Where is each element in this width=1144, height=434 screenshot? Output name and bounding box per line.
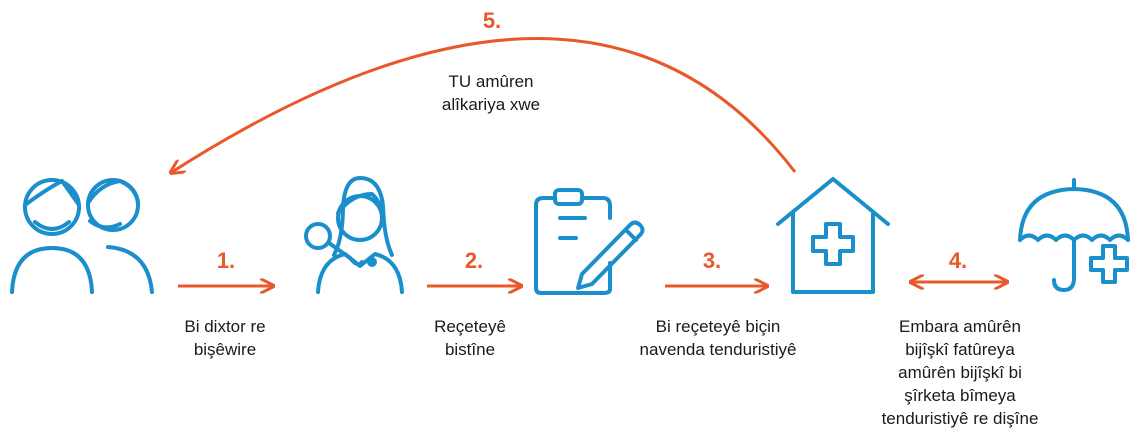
step-3-caption: Bi reçeteyê biçin navenda tenduristiyê (639, 317, 797, 359)
step-1-number: 1. (216, 248, 236, 273)
step-4-number: 4. (948, 248, 968, 273)
step-3-number: 3. (702, 248, 722, 273)
step-5-number: 5. (482, 8, 502, 33)
step-2-caption: Reçeteyê bistîne (434, 317, 506, 359)
step-2-number: 2. (464, 248, 484, 273)
return-arc-arrow (172, 37, 797, 173)
doctor-icon (304, 176, 404, 294)
family-icon (10, 178, 154, 294)
step-5-caption: TU amûren alîkariya xwe (441, 72, 541, 114)
health-center-icon (776, 177, 890, 294)
prescription-clipboard-icon (534, 188, 645, 295)
step-4-caption: Embara amûrên bijîşkî fatûreya amûrên bi… (881, 317, 1039, 428)
insurance-umbrella-icon (1018, 178, 1130, 292)
step-1-caption: Bi dixtor re bişêwire (184, 317, 266, 359)
